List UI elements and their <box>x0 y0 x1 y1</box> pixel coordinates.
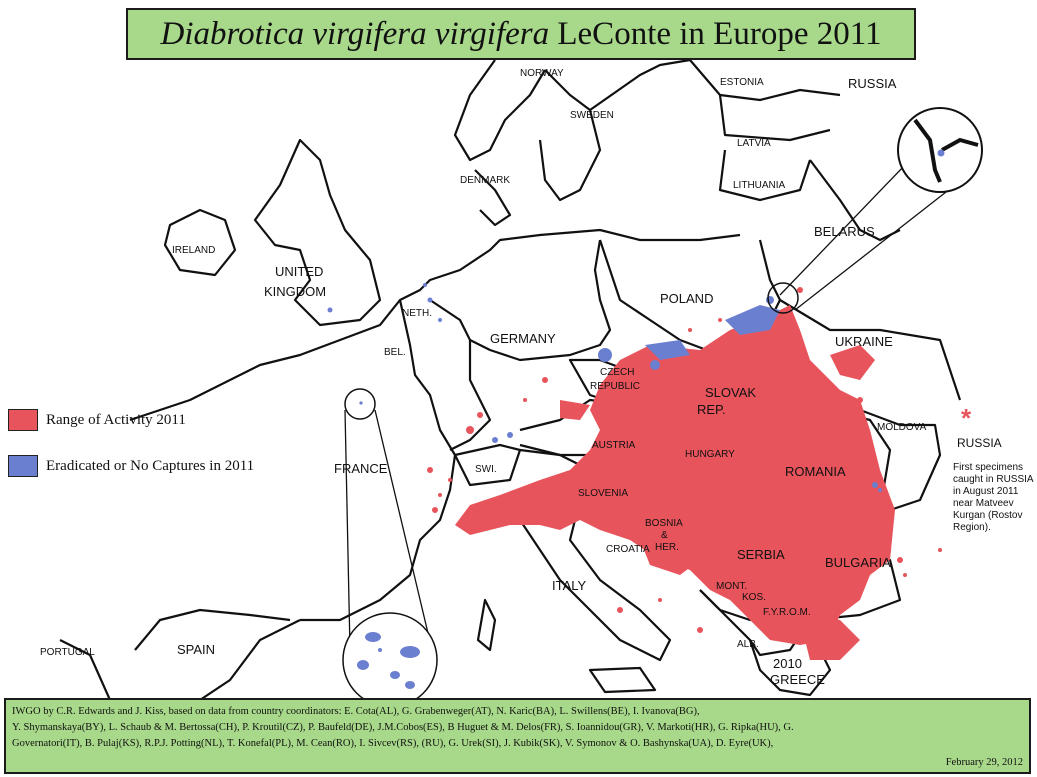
label-alb: ALB. <box>737 639 759 650</box>
label-slovak-2: REP. <box>697 402 726 417</box>
label-italy: ITALY <box>552 578 587 593</box>
label-portugal: PORTUGAL <box>40 647 95 658</box>
france-zoom-large-circle <box>342 612 438 700</box>
title-rest: LeConte in Europe 2011 <box>549 15 882 52</box>
russia-star-icon: * <box>961 403 972 433</box>
credits-line-2: Y. Shymanskaya(BY), L. Schaub & M. Berto… <box>12 722 794 733</box>
eradicated-areas <box>327 283 882 492</box>
label-bosnia-2: & <box>661 530 668 541</box>
country-labels: NORWAY SWEDEN ESTONIA RUSSIA LATVIA LITH… <box>40 68 927 687</box>
legend-swatch-blue <box>8 455 38 477</box>
credits-line-1: IWGO by C.R. Edwards and J. Kiss, based … <box>12 706 700 717</box>
label-ukraine: UKRAINE <box>835 334 893 349</box>
label-romania: ROMANIA <box>785 464 846 479</box>
label-russia-top: RUSSIA <box>848 76 897 91</box>
label-estonia: ESTONIA <box>720 77 764 88</box>
label-fyrom: F.Y.R.O.M. <box>763 607 811 618</box>
credits-box: IWGO by C.R. Edwards and J. Kiss, based … <box>4 698 1031 774</box>
label-neth: NETH. <box>402 308 432 319</box>
label-latvia: LATVIA <box>737 138 771 149</box>
label-moldova: MOLDOVA <box>877 422 927 433</box>
label-france: FRANCE <box>334 461 388 476</box>
credits-date: February 29, 2012 <box>945 757 1023 768</box>
label-greece: GREECE <box>770 672 825 687</box>
label-belarus: BELARUS <box>814 224 875 239</box>
label-ireland: IRELAND <box>172 245 215 256</box>
label-czech-2: REPUBLIC <box>590 381 640 392</box>
poland-zoom-small-circle <box>767 282 799 314</box>
europe-map: NORWAY SWEDEN ESTONIA RUSSIA LATVIA LITH… <box>40 58 983 700</box>
zoom-border-detail <box>913 118 979 183</box>
label-norway: NORWAY <box>520 68 564 79</box>
label-serbia: SERBIA <box>737 547 785 562</box>
label-bulgaria: BULGARIA <box>825 555 891 570</box>
label-denmark: DENMARK <box>460 175 510 186</box>
label-kos: KOS. <box>742 592 766 603</box>
legend-label-range: Range of Activity 2011 <box>46 411 186 428</box>
label-sweden: SWEDEN <box>570 110 614 121</box>
label-slovenia: SLOVENIA <box>578 488 628 499</box>
range-of-activity-2011 <box>427 287 942 660</box>
label-2010: 2010 <box>773 656 802 671</box>
label-bosnia-3: HER. <box>655 542 679 553</box>
title-species: Diabrotica virgifera virgifera <box>160 15 550 52</box>
label-hungary: HUNGARY <box>685 449 735 460</box>
france-zoom-spots <box>357 632 420 689</box>
label-swi: SWI. <box>475 464 497 475</box>
label-poland: POLAND <box>660 291 713 306</box>
label-spain: SPAIN <box>177 642 215 657</box>
label-uk-1: UNITED <box>275 264 323 279</box>
legend-item-range: Range of Activity 2011 <box>8 409 186 431</box>
label-lithuania: LITHUANIA <box>733 180 786 191</box>
label-bel: BEL. <box>384 347 406 358</box>
label-czech-1: CZECH <box>600 367 634 378</box>
zoom-callout-lines <box>344 164 956 651</box>
label-slovak-1: SLOVAK <box>705 385 756 400</box>
russia-note-label: RUSSIA <box>957 436 1002 450</box>
label-germany: GERMANY <box>490 331 556 346</box>
label-uk-2: KINGDOM <box>264 284 326 299</box>
credits-line-3: Governatori(IT), B. Pulaj(KS), R.P.J. Po… <box>12 738 774 749</box>
label-mont: MONT. <box>716 581 747 592</box>
russia-note-text: First specimens caught in RUSSIA in Augu… <box>953 462 1034 533</box>
label-bosnia-1: BOSNIA <box>645 518 683 529</box>
legend-label-eradicated: Eradicated or No Captures in 2011 <box>46 457 255 474</box>
legend-item-eradicated: Eradicated or No Captures in 2011 <box>8 455 254 477</box>
label-austria: AUSTRIA <box>592 440 636 451</box>
legend-swatch-red <box>8 409 38 431</box>
map-title: Diabrotica virgifera virgifera LeConte i… <box>126 8 916 60</box>
label-croatia: CROATIA <box>606 544 650 555</box>
